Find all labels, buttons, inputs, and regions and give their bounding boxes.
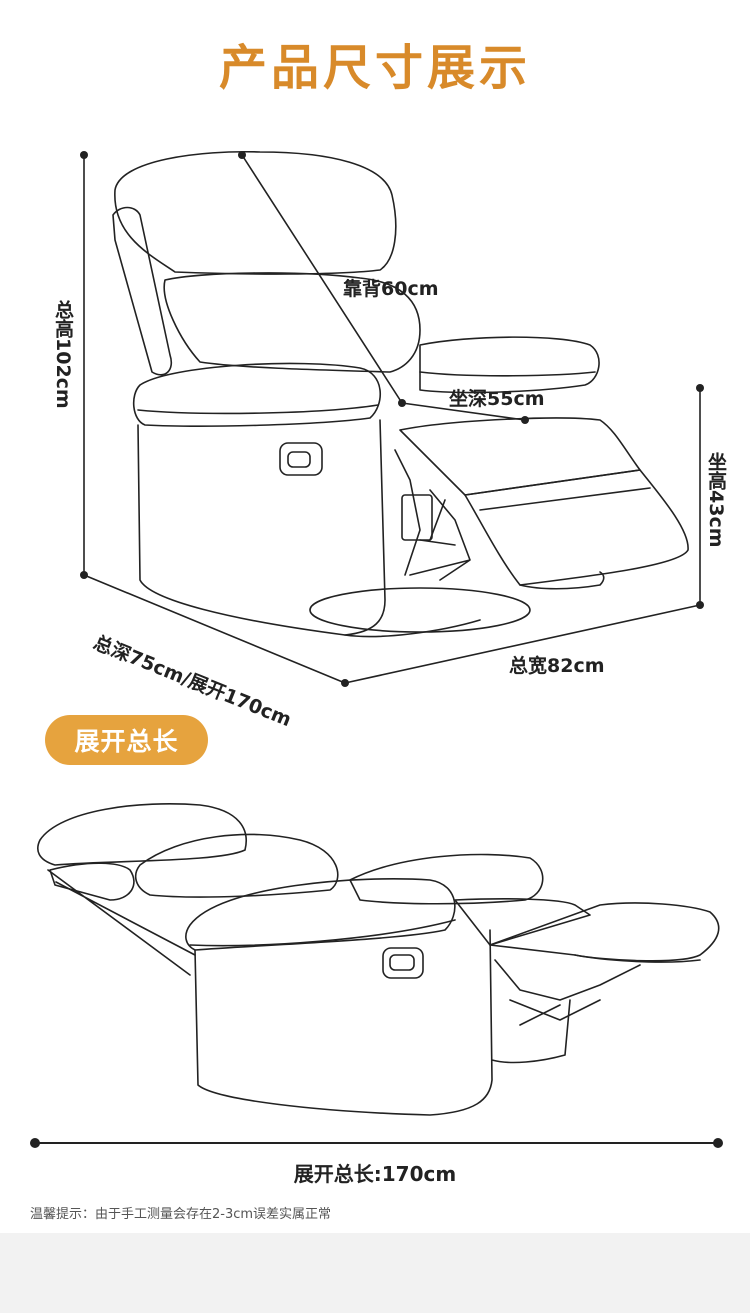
unfold-length-badge: 展开总长 (45, 715, 208, 765)
reclined-left-side (194, 929, 493, 1116)
left-side-body (137, 419, 386, 636)
reclined-back-cushion-2 (134, 833, 339, 898)
reclined-seat (454, 898, 591, 946)
footer-band (0, 1233, 750, 1313)
page-title: 产品尺寸展示 (218, 40, 531, 96)
reclined-back-cushion-1 (49, 862, 135, 901)
left-arm-top (132, 362, 382, 427)
reclined-footrest (489, 902, 720, 962)
unfold-total-length-label: 展开总长:170cm (293, 1162, 457, 1186)
total-height-dimension-label: 总高102cm (52, 300, 74, 409)
release-handle (279, 442, 323, 476)
back-side-panel (112, 206, 172, 376)
mechanism (394, 449, 471, 581)
backrest-dimension-label: 靠背60cm (343, 278, 439, 300)
total-width-dimension-label: 总宽82cm (509, 655, 605, 677)
reclined-left-arm (185, 878, 456, 951)
reclined-release-handle (382, 947, 424, 979)
reclined-right-arm (349, 853, 544, 905)
backrest-lower-cushion (163, 272, 421, 373)
seat-height-dimension-label: 坐高43cm (705, 452, 727, 548)
measurement-note: 温馨提示：由于手工测量会存在2-3cm误差实属正常 (30, 1207, 332, 1222)
footrest-upright (464, 469, 689, 586)
reclined-mechanism (494, 959, 641, 1026)
right-arm (419, 336, 600, 394)
seat-cushion (399, 417, 641, 496)
reclined-head-cushion (37, 802, 247, 866)
backrest-top-cushion (114, 150, 397, 275)
seat-depth-dimension-label: 坐深55cm (449, 388, 545, 410)
swivel-base (309, 587, 531, 633)
